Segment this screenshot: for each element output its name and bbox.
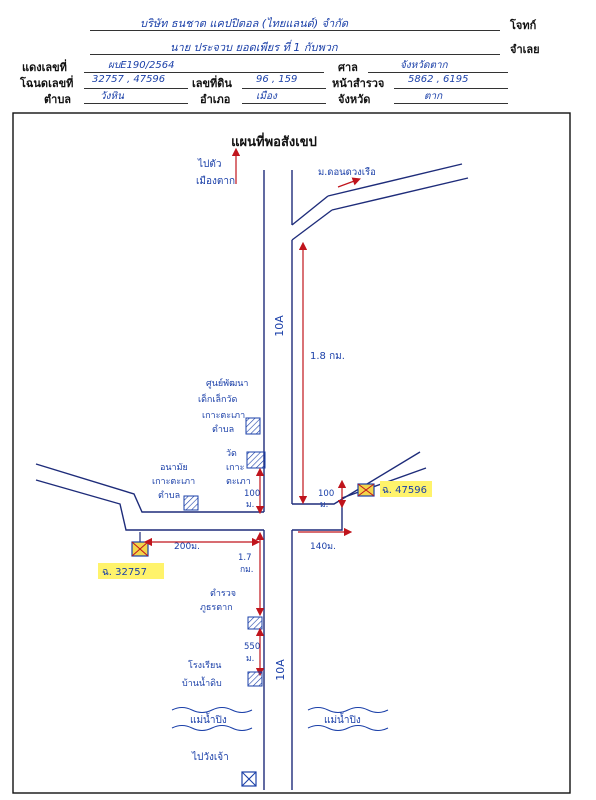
dist-100-left-unit: ม.	[246, 500, 254, 510]
defendant-line	[90, 54, 500, 55]
north-label-2: เมืองตาก	[196, 175, 235, 187]
road-label-top: 10A	[273, 315, 286, 337]
case-value: ผบE190/2564	[108, 60, 175, 71]
plot-2-label: ฉ. 47596	[382, 485, 427, 496]
court-line	[368, 72, 508, 73]
branch-arrow	[337, 177, 361, 188]
district-value: เมือง	[256, 91, 277, 102]
district-label: อำเภอ	[200, 93, 231, 106]
lm-hospital-2: บ้านน้ำดิบ	[182, 676, 222, 689]
map-frame	[12, 112, 571, 794]
court-label: ศาล	[338, 61, 358, 74]
river-label-2: แม่น้ำปิง	[324, 712, 361, 726]
dist-100-right: 100	[318, 489, 334, 499]
deed-label: โฉนดเลขที่	[20, 77, 74, 90]
lm-police-1: ตำรวจ	[210, 588, 236, 599]
plot-2-highlight	[380, 481, 432, 497]
subdistrict-label: ตำบล	[44, 93, 72, 106]
survey-label: หน้าสำรวจ	[332, 77, 385, 90]
lm-temple-1: วัด	[226, 449, 237, 459]
temple-marker	[246, 451, 266, 469]
case-label: แดงเลขที่	[22, 61, 67, 74]
lm-school-2: เด็กเล็กวัด	[198, 392, 237, 405]
province-label: จังหวัด	[338, 93, 371, 106]
lm-police-2: ภูธรตาก	[200, 603, 233, 613]
river	[171, 707, 389, 731]
plaintiff-label: โจทก์	[510, 19, 537, 32]
province-value: ตาก	[424, 91, 443, 102]
lm-school-4: ตำบล	[212, 424, 234, 435]
lm-health-1: อนามัย	[160, 463, 188, 473]
dist-100-left: 100	[244, 489, 260, 499]
district-line	[242, 103, 326, 104]
defendant-label: จำเลย	[510, 43, 540, 56]
map-title: แผนที่พอสังเขป	[231, 132, 317, 150]
land-no-value: 96 , 159	[256, 74, 298, 85]
river-label-1: แม่น้ำปิง	[190, 712, 227, 726]
branch-road	[291, 163, 469, 241]
lm-health-3: ตำบล	[158, 490, 180, 501]
dist-550-unit: ม.	[246, 654, 254, 664]
plaintiff-value: บริษัท ธนชาต แคปปิตอล (ไทยแลนด์) จำกัด	[140, 17, 349, 30]
dist-1-7: 1.7	[238, 553, 252, 563]
lm-hospital-1: โรงเรียน	[188, 660, 221, 671]
main-road	[263, 170, 293, 790]
plot-2-marker	[357, 483, 375, 497]
lm-health-2: เกาะตะเภา	[152, 477, 195, 487]
survey-line	[394, 88, 508, 89]
deed-value: 32757 , 47596	[92, 74, 166, 85]
health-marker	[183, 495, 199, 511]
dist-140: 140ม.	[310, 542, 336, 552]
lm-school-3: เกาะตะเภา	[202, 411, 245, 421]
lm-temple-3: ตะเภา	[226, 477, 251, 487]
lm-temple-2: เกาะ	[226, 463, 245, 473]
survey-value: 5862 , 6195	[408, 74, 469, 85]
subdistrict-value: วังหิน	[100, 91, 124, 102]
bottom-marker	[241, 771, 257, 787]
dist-550: 550	[244, 642, 260, 652]
province-line	[394, 103, 508, 104]
hospital-marker	[247, 671, 263, 687]
lm-school-1: ศูนย์พัฒนา	[206, 377, 248, 389]
road-label-bottom: 10A	[274, 659, 287, 681]
school-marker	[245, 417, 261, 435]
dist-1-8: 1.8 กม.	[310, 351, 345, 362]
dist-1-7-unit: กม.	[240, 565, 253, 575]
police-marker	[247, 616, 263, 630]
defendant-value: นาย ประจวบ ยอดเพียร ที่ 1 กับพวก	[170, 41, 338, 54]
court-value: จังหวัดตาก	[400, 60, 448, 71]
plot-1-highlight	[98, 563, 164, 579]
land-no-label: เลขที่ดิน	[192, 77, 232, 90]
case-line	[84, 72, 324, 73]
land-no-line	[242, 88, 326, 89]
bottom-label: ไปวังเจ้า	[191, 751, 229, 763]
dist-100-right-unit: ม.	[320, 500, 328, 510]
branch-label: ม.ดอนดวงเรือ	[318, 167, 376, 178]
sketch-map: แผนที่พอสังเขป 10A 10A ไปตัว เมืองตาก ม.…	[12, 112, 571, 794]
subdistrict-line	[84, 103, 188, 104]
deed-line	[84, 88, 188, 89]
plot-1-label: ฉ. 32757	[102, 567, 147, 578]
plot-1-marker	[131, 541, 149, 557]
plaintiff-line	[90, 30, 500, 31]
north-label-1: ไปตัว	[197, 158, 222, 170]
dist-200: 200ม.	[174, 542, 200, 552]
